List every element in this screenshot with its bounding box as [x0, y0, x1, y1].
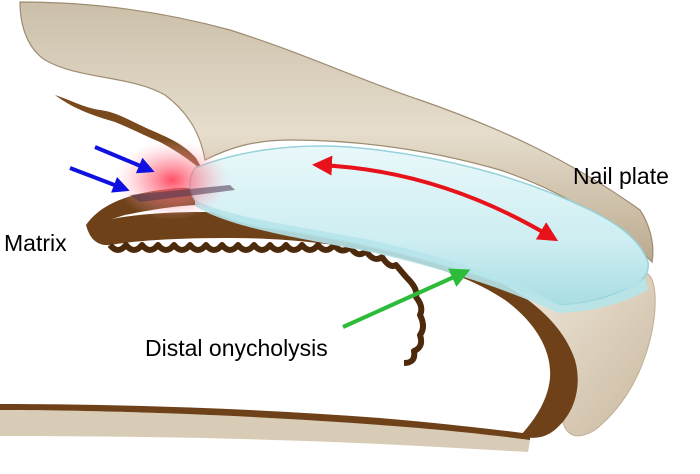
onycholysis-pointer-arrow — [342, 268, 471, 329]
nail-plate-edge — [195, 200, 648, 313]
nail-plate-label: Nail plate — [573, 163, 669, 189]
matrix-glow — [114, 140, 230, 220]
palmar-dermis — [0, 404, 530, 440]
matrix-pointer-arrow-upper — [94, 145, 155, 174]
matrix-wedge — [130, 185, 235, 202]
proximal-fold-dermis — [55, 95, 204, 172]
dermal-ridges — [107, 242, 426, 366]
palmar-skin — [0, 410, 530, 452]
matrix-pointer-arrow-lower — [69, 166, 130, 193]
distal-onycholysis-label: Distal onycholysis — [145, 335, 328, 361]
nail-growth-arrow — [312, 155, 559, 242]
matrix-label: Matrix — [4, 230, 67, 256]
